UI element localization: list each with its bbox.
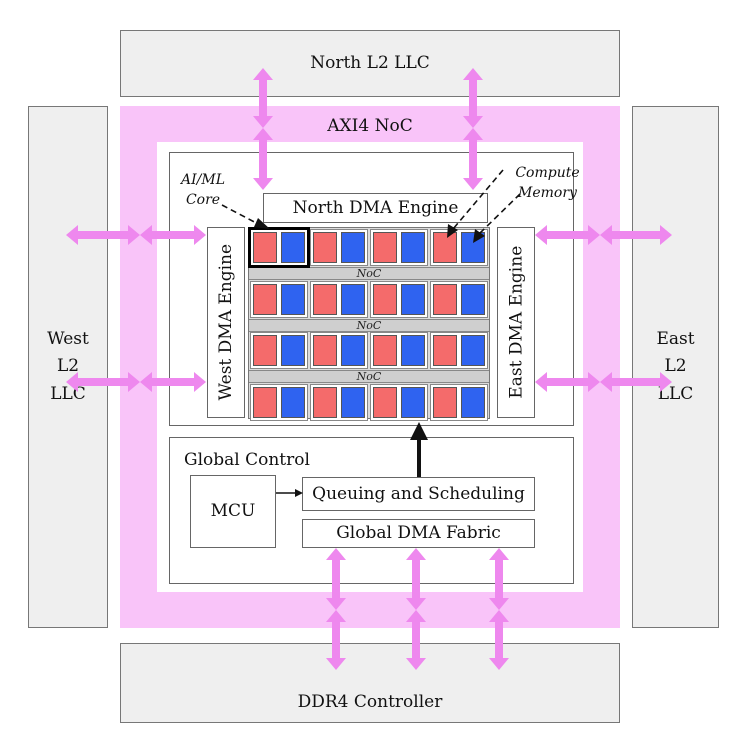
memory-pointer-head — [473, 229, 485, 243]
west-l2-llc: West L2 LLC — [28, 106, 108, 628]
noc-north-dma-arrow-2 — [463, 128, 483, 190]
fabric-noc-arrow-2 — [406, 548, 426, 610]
west-llc-noc-arrow-1 — [66, 225, 140, 245]
noc-strip — [249, 318, 489, 332]
noc-west-dma-arrow-2 — [140, 372, 206, 392]
memory-unit — [401, 386, 425, 418]
compute-unit — [313, 283, 337, 315]
north-llc-noc-arrow-1 — [253, 68, 273, 128]
noc-strip — [249, 370, 489, 383]
north-l2-llc-label: North L2 LLC — [310, 53, 430, 74]
noc-label-2: NoC — [356, 318, 382, 332]
memory-unit — [461, 386, 485, 418]
memory-unit — [401, 283, 425, 315]
noc-strip — [249, 267, 489, 280]
global-control-title: Global Control — [184, 450, 310, 470]
noc-west-dma-arrow-1 — [140, 225, 206, 245]
fabric-noc-arrow-3 — [489, 548, 509, 610]
fabric-noc-arrow-1 — [326, 548, 346, 610]
noc-ddr-arrow-2 — [406, 610, 426, 670]
ddr4-controller-label: DDR4 Controller — [297, 691, 443, 712]
global-dma-fabric-box: Global DMA Fabric — [302, 519, 535, 548]
memory-unit — [281, 335, 305, 366]
memory-unit — [281, 283, 305, 315]
memory-pointer — [479, 193, 521, 234]
compute-unit — [313, 335, 337, 366]
ai-ml-core-line-1: AI/ML — [181, 172, 225, 188]
ai-core-pointer — [221, 204, 263, 227]
compute-memory-annotation: Compute Memory — [510, 163, 585, 204]
compute-unit — [373, 335, 397, 366]
memory-unit — [461, 335, 485, 366]
east-dma-noc-arrow-1 — [535, 225, 600, 245]
compute-pointer — [452, 169, 504, 230]
compute-unit — [253, 386, 277, 418]
noc-east-llc-arrow-2 — [600, 372, 672, 392]
ddr4-controller: DDR4 Controller — [120, 643, 620, 723]
compute-unit — [253, 232, 277, 263]
compute-unit — [433, 386, 457, 418]
compute-unit — [253, 283, 277, 315]
ai-core-pointer-head — [254, 218, 270, 229]
east-dma-engine: East DMA Engine — [497, 227, 535, 418]
memory-unit — [401, 335, 425, 366]
west-llc-line-2: L2 — [56, 356, 80, 377]
east-llc-line-3: LLC — [657, 383, 694, 404]
noc-north-dma-arrow-1 — [253, 128, 273, 190]
east-llc-line-2: L2 — [664, 356, 687, 377]
north-llc-noc-arrow-2 — [463, 68, 483, 128]
axi-noc-label: AXI4 NoC — [327, 116, 413, 136]
ai-ml-core-annotation: AI/ML Core — [168, 170, 238, 211]
east-dma-noc-arrow-2 — [535, 372, 600, 392]
memory-unit — [401, 232, 425, 263]
east-llc-line-1: East — [656, 329, 695, 350]
compute-unit — [433, 335, 457, 366]
east-l2-llc: East L2 LLC — [632, 106, 719, 628]
queuing-scheduling-box: Queuing and Scheduling — [302, 477, 535, 511]
compute-memory-line-2: Memory — [518, 185, 577, 202]
compute-memory-line-1: Compute — [515, 165, 580, 181]
queue-to-grid-arrowhead — [410, 422, 428, 440]
memory-unit — [461, 232, 485, 263]
compute-unit — [373, 232, 397, 263]
ai-ml-core-line-2: Core — [185, 192, 221, 209]
compute-pointer-head — [447, 224, 458, 238]
memory-unit — [281, 386, 305, 418]
noc-label-1: NoC — [356, 266, 382, 280]
noc-ddr-arrow-1 — [326, 610, 346, 670]
compute-unit — [253, 335, 277, 366]
memory-unit — [341, 232, 365, 263]
west-dma-engine: West DMA Engine — [207, 227, 245, 418]
noc-east-llc-arrow-1 — [600, 225, 672, 245]
compute-unit — [313, 386, 337, 418]
noc-label-3: NoC — [356, 369, 382, 383]
highlighted-core — [248, 227, 310, 268]
noc-ddr-arrow-3 — [489, 610, 509, 670]
north-dma-engine: North DMA Engine — [263, 193, 488, 223]
memory-unit — [461, 283, 485, 315]
compute-unit — [373, 386, 397, 418]
compute-unit — [373, 283, 397, 315]
mcu-box: MCU — [190, 475, 276, 548]
memory-unit — [341, 386, 365, 418]
memory-unit — [281, 232, 305, 263]
compute-unit — [433, 283, 457, 315]
compute-unit — [313, 232, 337, 263]
west-llc-line-1: West — [47, 329, 89, 350]
north-l2-llc: North L2 LLC — [120, 30, 620, 97]
memory-unit — [341, 335, 365, 366]
memory-unit — [341, 283, 365, 315]
west-llc-noc-arrow-2 — [66, 372, 140, 392]
compute-unit — [433, 232, 457, 263]
